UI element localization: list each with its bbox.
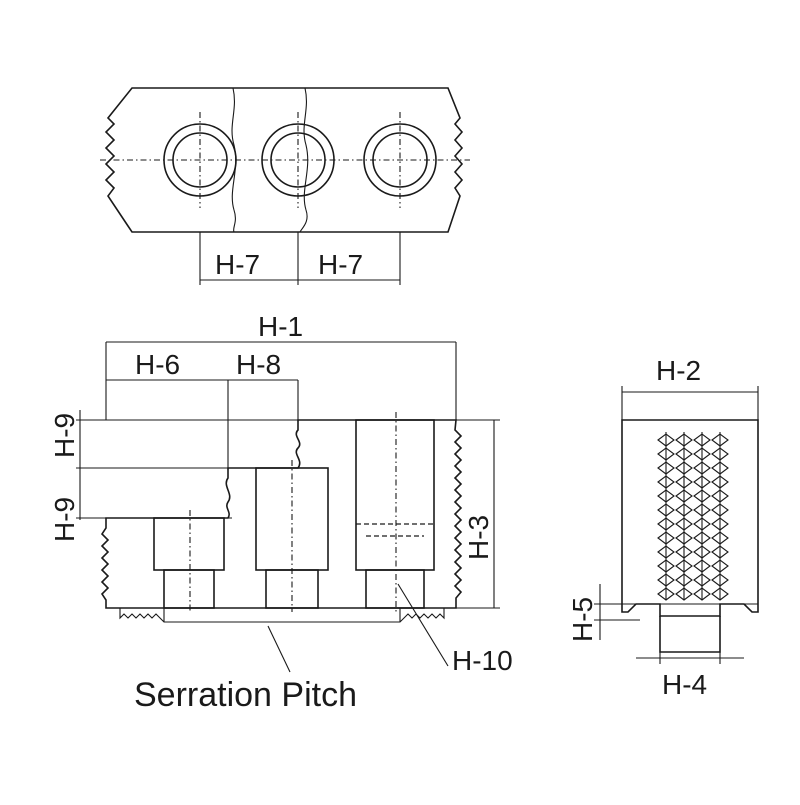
- serration-diamond: [657, 517, 675, 531]
- serration-diamond: [693, 447, 711, 461]
- serration-diamond: [711, 531, 729, 545]
- end-view-serration-pattern: [657, 432, 729, 601]
- serration-diamond: [693, 517, 711, 531]
- serration-diamond: [675, 503, 693, 517]
- end-view: H-2 H-5 H-4: [567, 355, 759, 700]
- serration-diamond: [711, 489, 729, 503]
- serration-diamond: [693, 461, 711, 475]
- end-view-body: [621, 419, 759, 617]
- end-view-key: [659, 616, 721, 653]
- serration-diamond: [675, 461, 693, 475]
- serration-diamond: [711, 461, 729, 475]
- serration-diamond: [693, 573, 711, 587]
- side-hole-left: [153, 510, 225, 612]
- serration-diamond: [711, 545, 729, 559]
- top-view-break-line-right: [299, 87, 309, 233]
- side-hole-middle: [255, 460, 329, 612]
- serration-diamond: [657, 447, 675, 461]
- serration-diamond: [657, 433, 675, 447]
- serration-diamond: [693, 433, 711, 447]
- serration-diamond: [693, 503, 711, 517]
- h10-leader: [397, 583, 449, 667]
- h7-dimension: [199, 232, 401, 285]
- serration-pitch-caption: Serration Pitch: [134, 676, 357, 714]
- h7-right-label: H-7: [318, 249, 363, 280]
- top-view-hole-middle: [261, 112, 335, 208]
- h4-label: H-4: [662, 669, 707, 700]
- h10-label: H-10: [452, 645, 513, 676]
- serration-diamond: [675, 489, 693, 503]
- serration-diamond: [693, 489, 711, 503]
- serration-diamond: [693, 475, 711, 489]
- top-view-break-line-left: [231, 87, 237, 233]
- serration-diamond: [657, 545, 675, 559]
- serration-diamond: [675, 531, 693, 545]
- serration-diamond: [711, 433, 729, 447]
- h5-label: H-5: [567, 597, 598, 642]
- serration-strip: [119, 608, 445, 623]
- top-view-hole-right: [363, 112, 437, 208]
- top-view-outline: [104, 87, 464, 233]
- serration-diamond: [657, 503, 675, 517]
- serration-diamond: [675, 433, 693, 447]
- jaw-body-outline: [100, 419, 463, 609]
- serration-diamond: [711, 475, 729, 489]
- serration-diamond: [693, 559, 711, 573]
- h9-dimension: [76, 410, 500, 520]
- h9-lower-label: H-9: [49, 497, 80, 542]
- serration-diamond: [675, 447, 693, 461]
- top-view: H-7 H-7: [100, 87, 470, 285]
- h6-label: H-6: [135, 349, 180, 380]
- serration-pitch-leader: [267, 625, 291, 673]
- h3-label: H-3: [463, 515, 494, 560]
- side-view: H-1 H-6 H-8 H-9 H-9: [49, 311, 513, 714]
- serration-diamond: [657, 559, 675, 573]
- h7-left-label: H-7: [215, 249, 260, 280]
- serration-diamond: [711, 559, 729, 573]
- serration-diamond: [693, 531, 711, 545]
- serration-diamond: [675, 587, 693, 601]
- serration-diamond: [657, 531, 675, 545]
- serration-diamond: [675, 573, 693, 587]
- serration-diamond: [693, 545, 711, 559]
- serration-diamond: [711, 587, 729, 601]
- h6-h8-dimension: [106, 379, 299, 470]
- serration-diamond: [675, 475, 693, 489]
- h2-dimension: [621, 386, 759, 420]
- h1-label: H-1: [258, 311, 303, 342]
- h9-upper-label: H-9: [49, 413, 80, 458]
- h4-dimension: [636, 652, 744, 664]
- serration-diamond: [657, 587, 675, 601]
- serration-diamond: [657, 489, 675, 503]
- h3-dimension: [456, 420, 500, 609]
- serration-diamond: [711, 503, 729, 517]
- h1-dimension: [105, 341, 457, 420]
- serration-diamond: [657, 573, 675, 587]
- serration-diamond: [711, 447, 729, 461]
- serration-diamond: [711, 517, 729, 531]
- top-view-hole-left: [163, 112, 237, 208]
- side-hole-right: [355, 412, 435, 612]
- h2-label: H-2: [656, 355, 701, 386]
- serration-diamond: [675, 559, 693, 573]
- serration-diamond: [657, 475, 675, 489]
- h5-dimension: [594, 584, 640, 640]
- serration-diamond: [675, 517, 693, 531]
- serration-diamond: [675, 545, 693, 559]
- serration-diamond: [693, 587, 711, 601]
- serration-diamond: [657, 461, 675, 475]
- h8-label: H-8: [236, 349, 281, 380]
- serration-diamond: [711, 573, 729, 587]
